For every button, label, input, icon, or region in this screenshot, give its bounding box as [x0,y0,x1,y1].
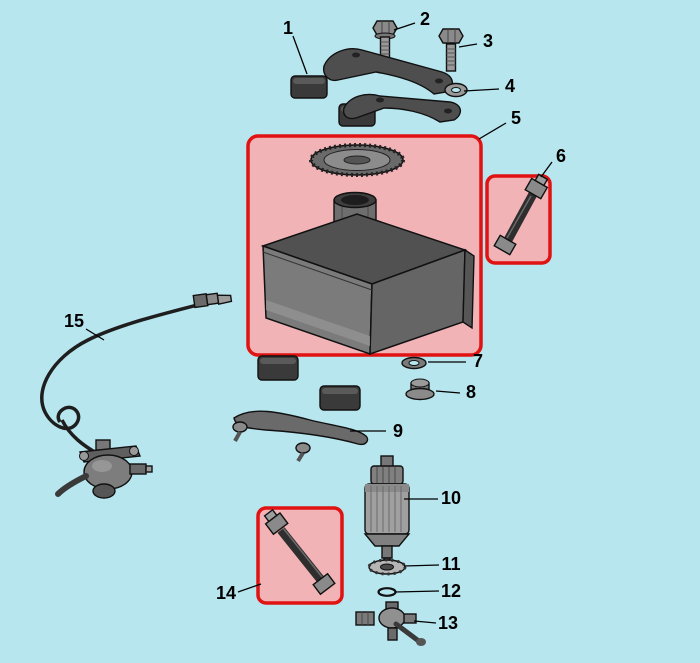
part-14-hose [263,508,336,596]
leader-lines [85,22,553,624]
part-label-4: 4 [505,76,515,96]
part-12-oring [377,587,397,597]
part-label-10: 10 [441,488,461,508]
part-label-7: 7 [473,351,483,371]
part-label-2: 2 [420,9,430,29]
part-label-1: 1 [283,18,293,38]
part-label-14: 14 [216,583,236,603]
part-9-strap-assembly [232,355,369,463]
part-3-bolt [438,28,464,72]
part-7-washer [401,356,427,370]
lower-bracket [342,93,461,123]
part-5-fuel-tank [260,143,475,356]
part-4-washer [444,82,468,98]
upper-bracket [323,48,453,95]
fuel-pump [55,439,153,499]
part-6-hose [493,173,549,256]
part-label-8: 8 [466,382,476,402]
part-label-15: 15 [64,311,84,331]
part-label-11: 11 [441,554,460,574]
part-labels: 1 2 3 4 5 6 7 8 9 10 11 12 13 14 15 [64,9,566,633]
part-11-washer [367,558,407,576]
part-label-9: 9 [393,421,403,441]
tank-body [260,213,475,356]
part-label-6: 6 [556,146,566,166]
filler-cap [309,143,405,177]
part-label-12: 12 [441,581,461,601]
part-13-valve [355,601,426,646]
part-label-3: 3 [483,31,493,51]
part-label-5: 5 [511,108,521,128]
part-label-13: 13 [438,613,458,633]
part-10-fuel-filter [363,455,411,565]
part-8-nut [405,378,435,401]
